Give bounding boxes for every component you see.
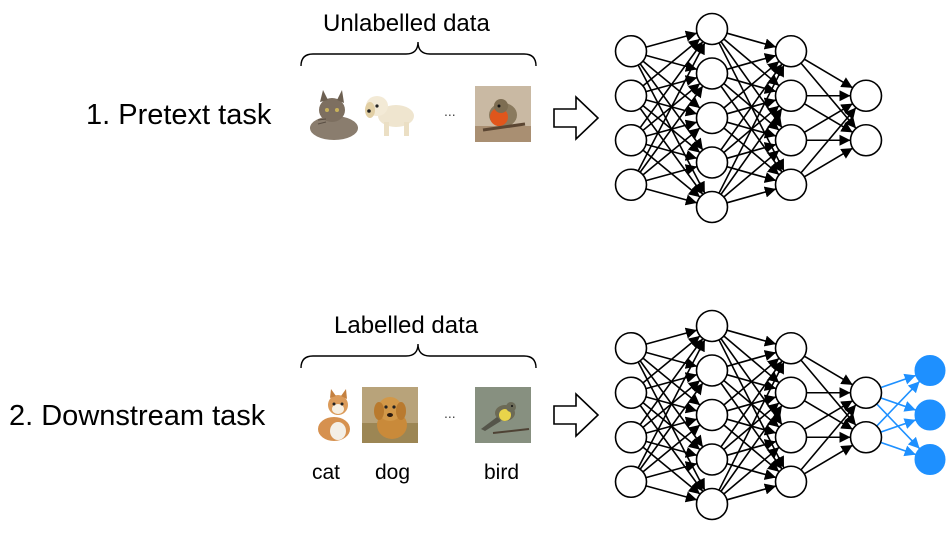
network-node [695,146,729,179]
network-node [849,420,883,454]
network-edge [718,361,785,491]
network-node [849,79,883,113]
network-node [695,12,729,46]
network-node [774,420,808,454]
labelled-data-header: Labelled data [334,312,479,339]
network-edge [803,147,854,178]
head-edge [880,373,917,389]
network-node [849,376,883,410]
network-edge [637,339,706,469]
cat-photo [304,387,360,443]
network-edge [726,186,777,204]
downstream-task-title: 2. Downstream task [9,400,266,432]
network-edge [639,85,704,173]
network-edge [803,444,854,475]
network-node [695,398,729,432]
network-node [695,190,729,224]
network-node [695,354,729,387]
bird-photo [475,86,531,142]
network-node [614,420,648,454]
network-node [695,309,729,343]
network-edge [637,42,706,172]
network-node [614,79,648,113]
network-node [614,465,648,499]
network-edge [720,360,783,448]
network-edge [645,327,698,345]
network-edge [639,338,704,426]
network-node [614,331,648,365]
downstream-ellipsis: ... [444,405,456,421]
unlabelled-data-header: Unlabelled data [323,10,490,37]
network-edge [726,483,777,501]
network-node [614,34,648,68]
network-edge [645,188,698,206]
network-edge [726,350,777,368]
head-node [914,355,946,386]
network-edge [723,446,780,495]
pretext-task-title: 1. Pretext task [86,99,272,131]
head-edge [876,380,921,427]
network-edge [718,64,785,194]
network-node [695,101,729,135]
network-edge [720,63,783,151]
pretext-ellipsis: ... [444,103,456,119]
network-node [849,123,883,157]
network-edge [726,32,777,50]
network-edge [720,107,783,195]
network-edge [645,164,698,182]
network-node [774,79,808,113]
network-node [774,376,808,410]
network-edge [720,404,783,492]
network-edge [645,485,698,503]
network-edge [800,107,857,174]
network-node [774,123,808,157]
head-node [914,444,946,475]
network-edge [726,53,777,71]
network-node [614,123,648,157]
dog-label: dog [375,461,411,484]
network-node [774,168,808,202]
dog-photo [362,387,418,443]
network-node [614,376,648,410]
network-edge [723,357,780,406]
network-node [774,331,808,365]
network-node [774,34,808,68]
cat-photo [304,86,360,142]
network-edge [645,461,698,479]
network-edge [645,30,698,48]
head-edge [880,441,917,457]
head-node [914,399,946,431]
network-edge [642,424,701,473]
network-edge [642,38,701,87]
network-edge [800,404,857,471]
network-edge [726,329,777,347]
network-edge [803,355,854,386]
cat-label: cat [312,461,341,484]
head-edge [880,418,917,433]
bird-photo [475,387,531,443]
network-edge [639,41,704,129]
bird-label: bird [484,461,520,484]
network-edge [723,60,780,109]
network-edge [803,58,854,89]
network-node [695,443,729,476]
network-node [695,487,729,521]
network-node [614,168,648,202]
network-edge [642,335,701,384]
network-node [774,465,808,499]
dog-photo [362,86,418,142]
network-edge [639,382,704,470]
hollow-right-arrow-icon [553,392,600,438]
network-node [695,57,729,90]
network-edge [723,149,780,198]
hollow-right-arrow-icon [553,95,600,141]
network-edge [642,127,701,176]
